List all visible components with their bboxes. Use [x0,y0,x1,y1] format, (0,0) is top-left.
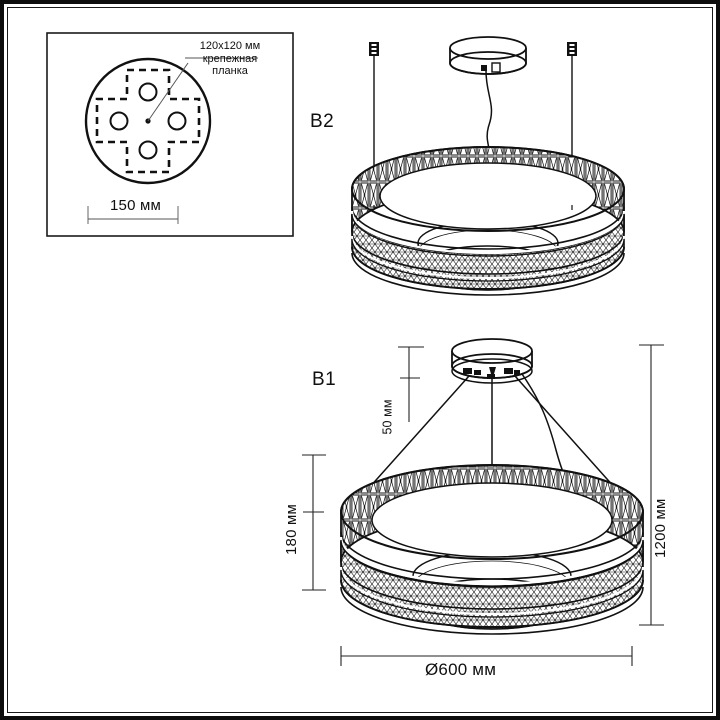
screw-hole-top [138,82,158,102]
dimension-label-1200: 1200 мм [652,498,669,558]
mounting-plate-detail-group [46,32,294,237]
b1-canopy-fittings [463,367,520,379]
b1-ring-fixture [339,464,645,635]
b2-canopy [449,36,527,75]
mounting-note-word2: планка [212,65,248,78]
mounting-bar-cross [95,68,201,174]
screw-hole-bottom [138,140,158,160]
screw-hole-left [109,111,129,131]
dimension-1200 [639,344,664,626]
b2-ring-fixture [350,146,626,296]
dimension-label-diameter: Ø600 мм [425,660,497,679]
dimension-150 [87,206,179,224]
view-b1-group [302,338,664,666]
dimension-label-150: 150 мм [110,197,162,214]
mounting-note-size: 120x120 мм [199,40,261,52]
screw-hole-right [167,111,187,131]
dimension-diameter [340,646,633,666]
b1-ring-top-opening [371,482,613,558]
mounting-note-word1: крепежная [202,52,258,65]
b1-canopy [451,338,533,384]
b2-ring-top-rim [351,146,625,232]
view-label-b1: B1 [312,369,337,390]
view-label-b2: B2 [310,111,335,132]
dimension-label-50: 50 мм [380,399,395,435]
dimension-180 [302,454,326,591]
b1-ring-top-rim [340,464,644,560]
dimension-50 [398,346,424,422]
note-leader-line [147,62,189,122]
view-b2-group [350,36,626,296]
dimension-label-180: 180 мм [283,503,300,555]
b2-ring-top-opening [379,162,597,230]
